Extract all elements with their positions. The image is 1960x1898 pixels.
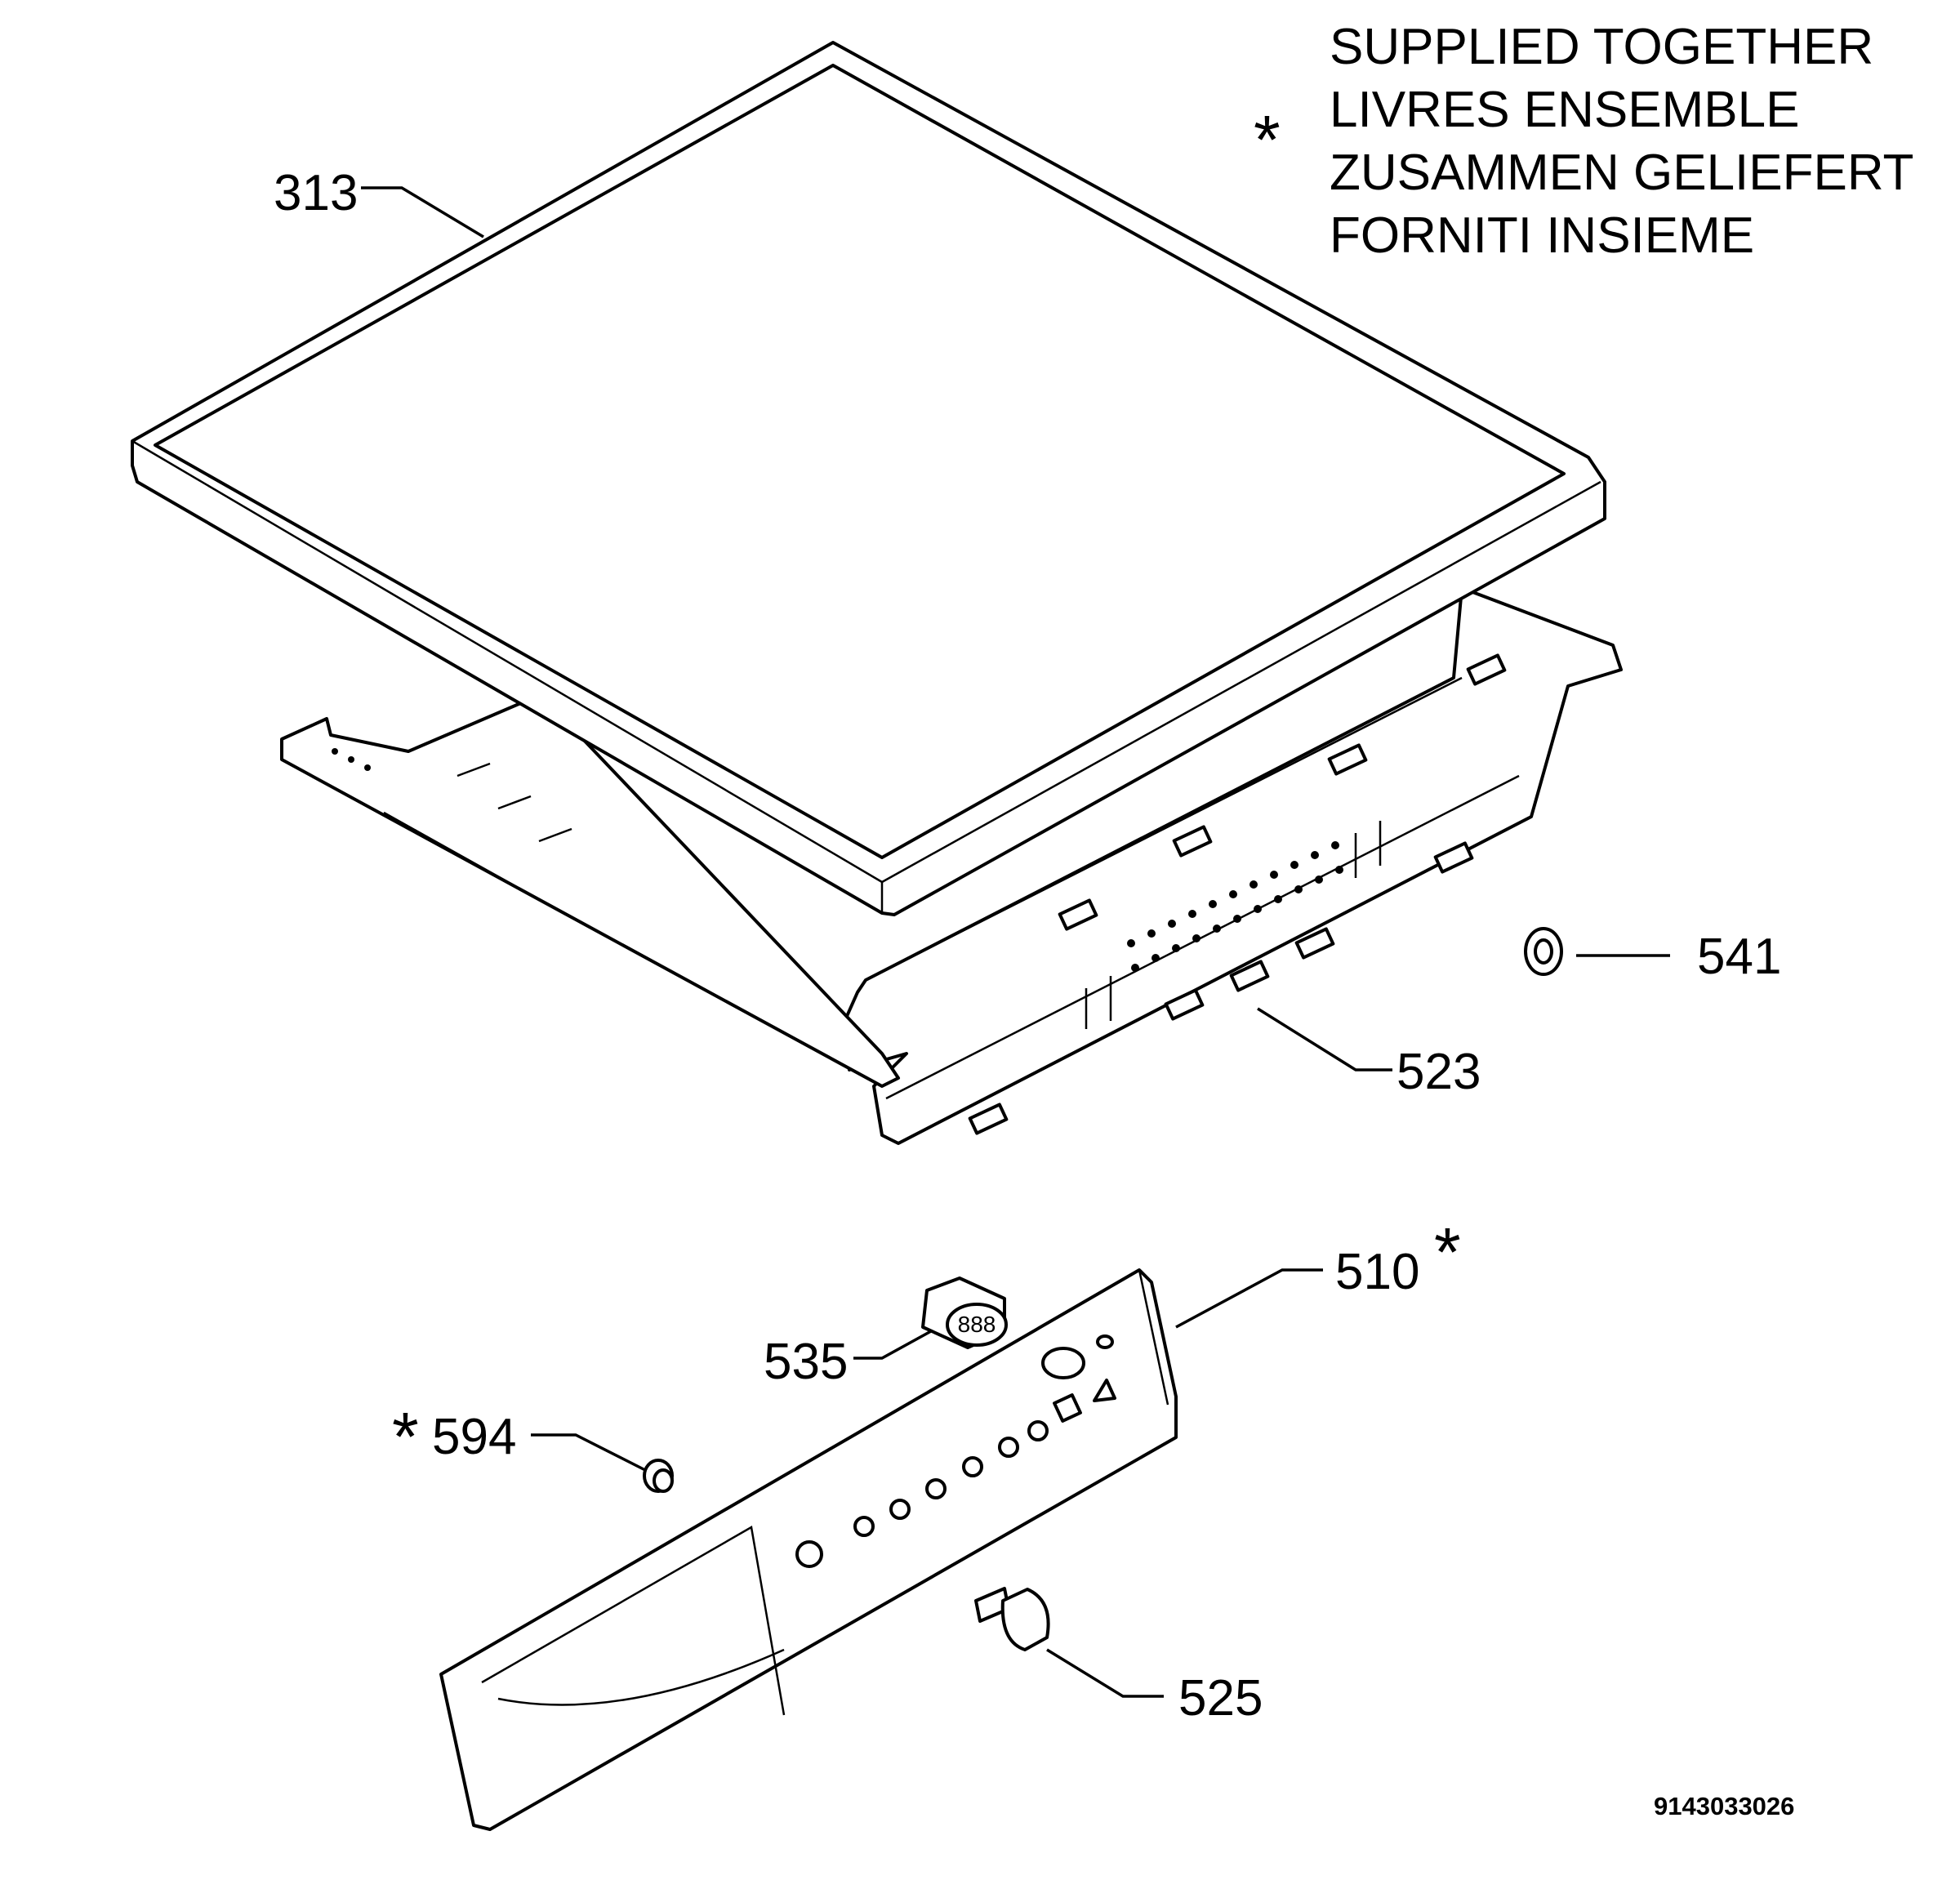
legend: * SUPPLIED TOGETHER LIVRES ENSEMBLE ZUSA… <box>1254 19 1913 264</box>
display-535: 888 <box>921 1276 1008 1349</box>
control-frame-523 <box>840 586 1623 1145</box>
part-label-594: 594 <box>432 1409 516 1465</box>
part-label-541: 541 <box>1697 929 1781 985</box>
grommet-541 <box>1524 927 1563 976</box>
legend-line-2: LIVRES ENSEMBLE <box>1330 82 1799 138</box>
leader-lines <box>361 186 1670 1698</box>
part-label-525: 525 <box>1178 1670 1263 1726</box>
legend-line-3: ZUSAMMEN GELIEFERT <box>1330 145 1913 201</box>
frame-slots <box>968 653 1507 1135</box>
marker-510: * <box>1434 1214 1461 1290</box>
small-knob-594 <box>643 1459 674 1493</box>
panel-buttons <box>795 1379 1116 1568</box>
drawing-code: 9143033026 <box>1654 1792 1794 1820</box>
control-panel-front-510 <box>439 1268 1178 1831</box>
legend-line-4: FORNITI INSIEME <box>1330 207 1754 264</box>
top-lid-313 <box>131 41 1606 916</box>
display-readout: 888 <box>958 1312 996 1337</box>
legend-line-1: SUPPLIED TOGETHER <box>1330 19 1873 75</box>
legend-marker: * <box>1254 101 1281 178</box>
part-label-535: 535 <box>764 1334 848 1390</box>
marker-594: * <box>392 1398 419 1475</box>
frame-vent-holes <box>1127 841 1343 972</box>
part-label-510: 510 <box>1335 1244 1419 1300</box>
push-rod-525 <box>974 1587 1050 1651</box>
part-label-523: 523 <box>1396 1044 1481 1100</box>
part-label-313: 313 <box>274 165 358 221</box>
